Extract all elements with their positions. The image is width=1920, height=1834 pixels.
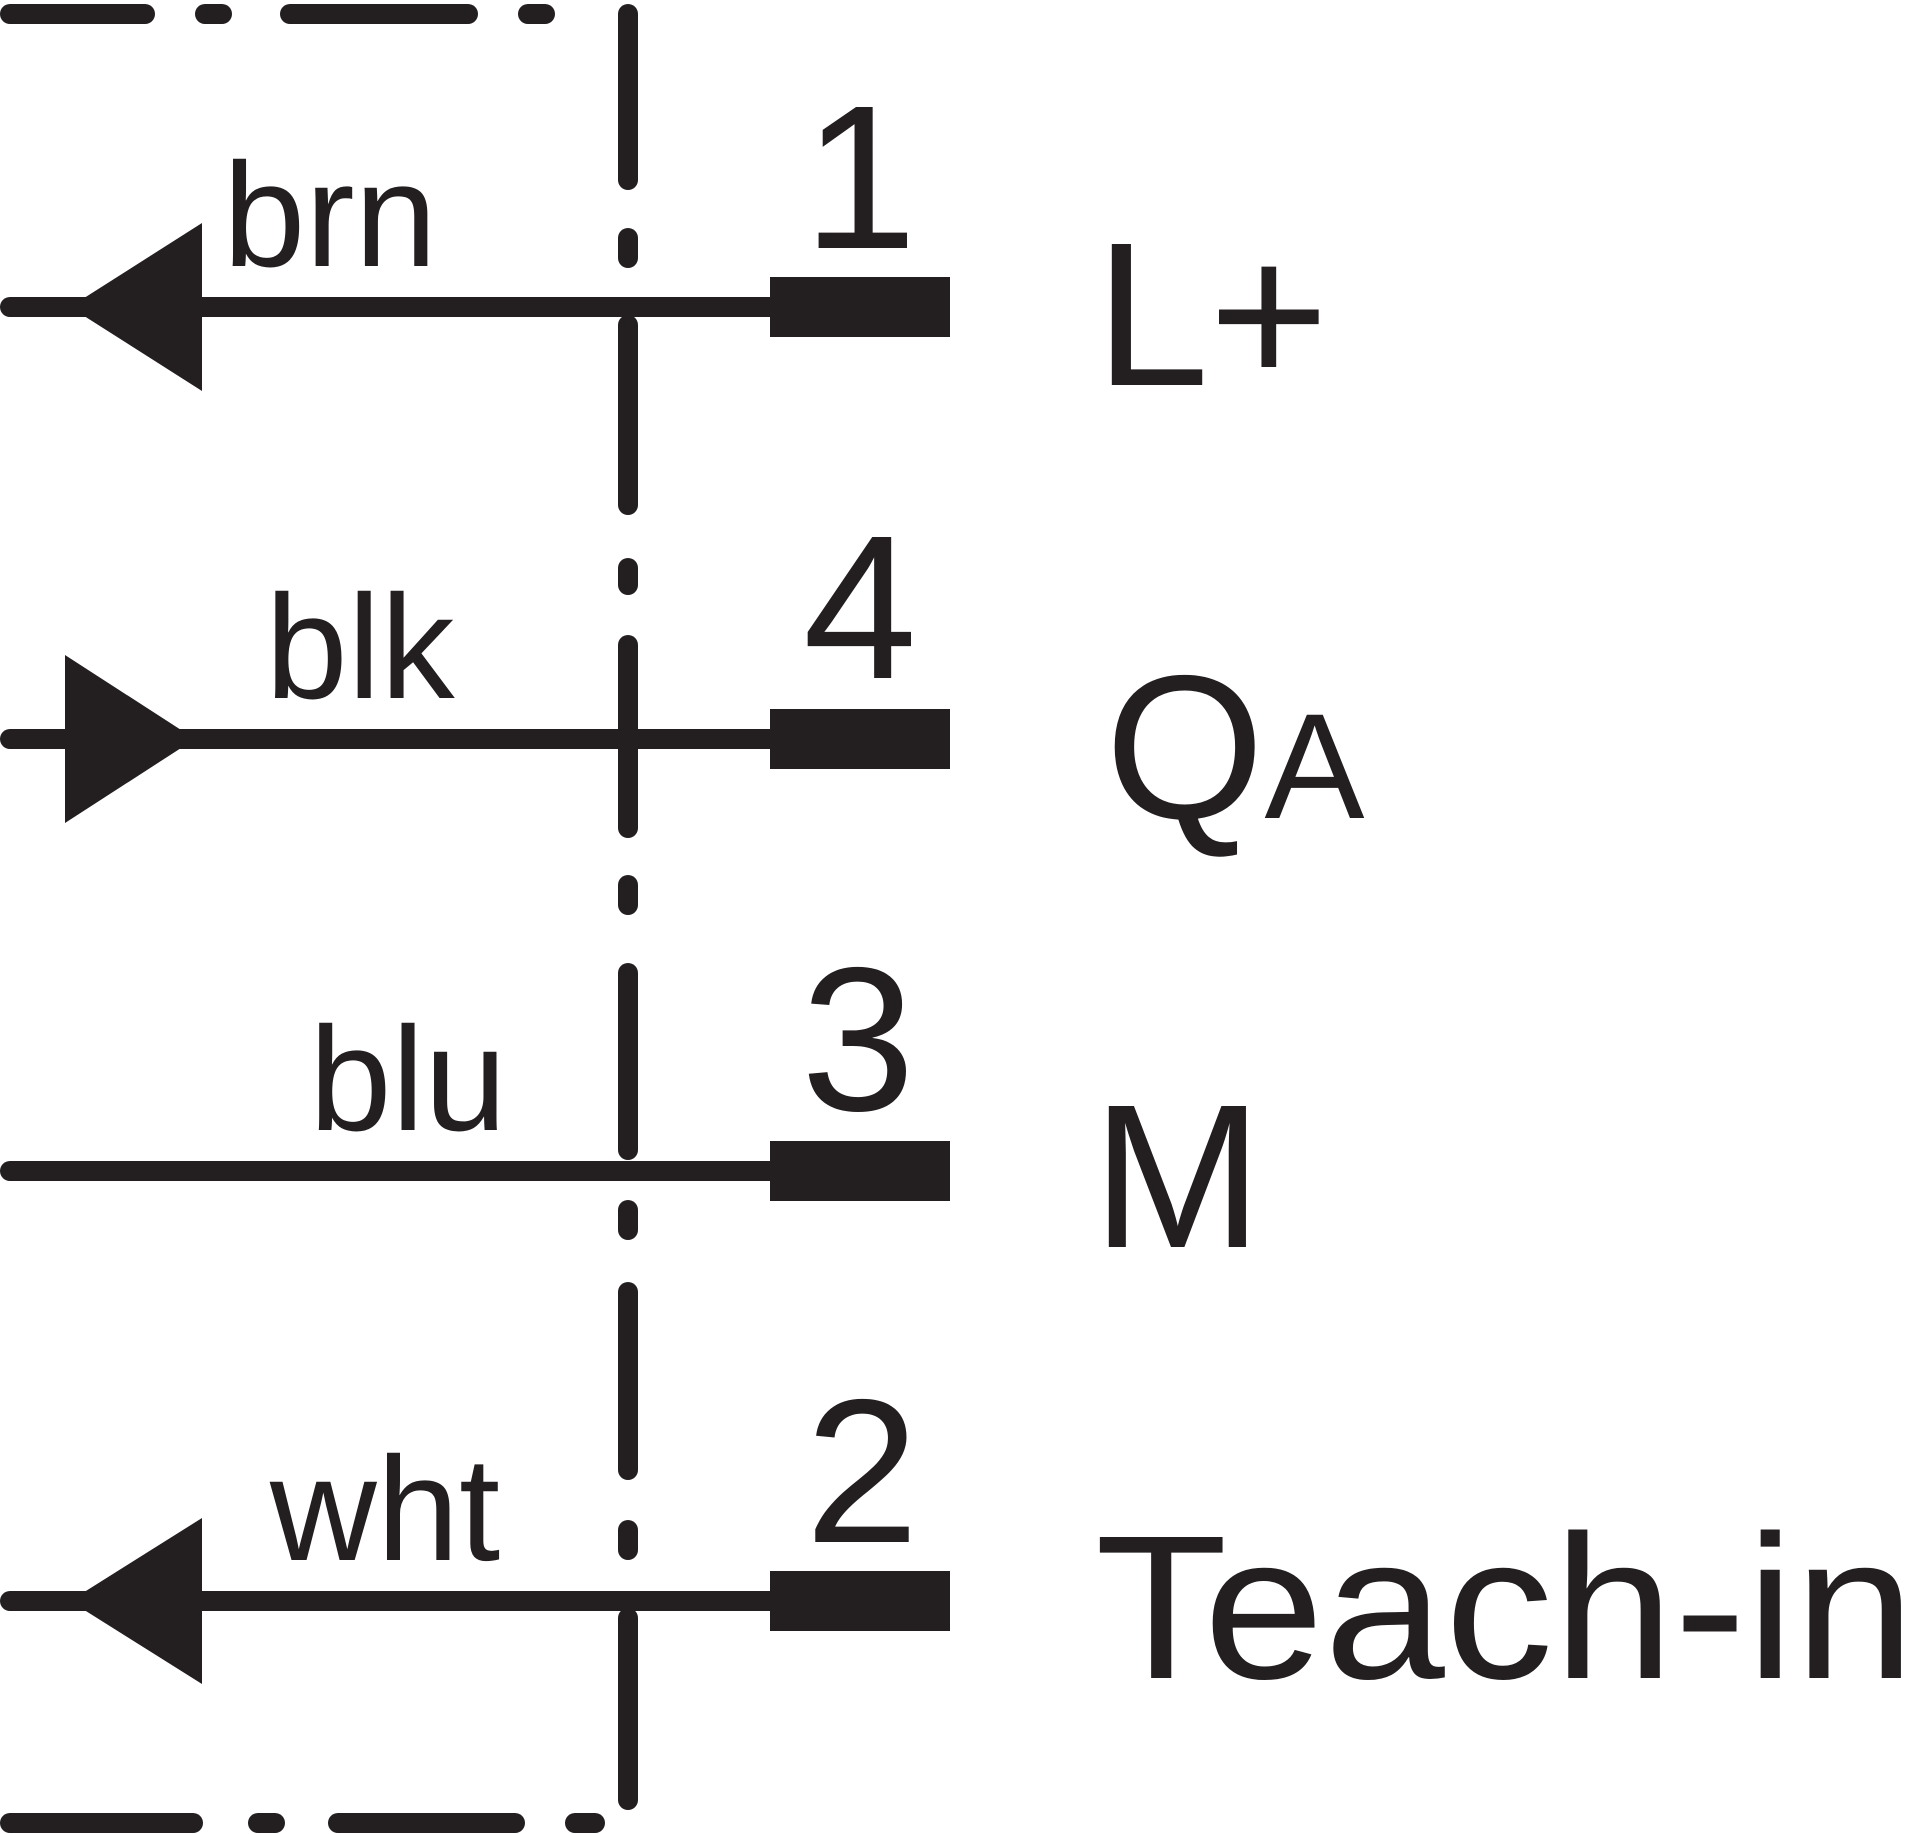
wire-wht: wht 2 Teach-in — [0, 1357, 1915, 1722]
pin-terminal — [770, 709, 950, 769]
signal-label: Teach-in — [1095, 1493, 1915, 1722]
pin-number: 3 — [801, 925, 915, 1154]
signal-main: Q — [1105, 633, 1264, 862]
pin-terminal — [770, 1571, 950, 1631]
signal-label: QA — [1105, 633, 1365, 862]
wire-color-label: wht — [269, 1427, 500, 1592]
pin-number: 1 — [803, 63, 917, 292]
pin-number: 2 — [805, 1357, 919, 1586]
signal-sub: A — [1264, 682, 1364, 850]
pin-terminal — [770, 277, 950, 337]
arrow-left-icon — [70, 1518, 202, 1684]
pin-number: 4 — [803, 493, 917, 722]
wire-blu: blu 3 M — [0, 925, 1263, 1291]
arrow-right-icon — [65, 655, 195, 823]
wire-blk: blk 4 QA — [0, 493, 1365, 862]
wire-color-label: brn — [223, 133, 437, 298]
signal-main: L+ — [1095, 200, 1329, 429]
wire-brn: brn 1 L+ — [0, 63, 1329, 429]
wire-color-label: blk — [265, 565, 455, 730]
signal-label: M — [1092, 1062, 1263, 1291]
arrow-left-icon — [70, 223, 202, 391]
signal-main: M — [1092, 1062, 1263, 1291]
pin-terminal — [770, 1141, 950, 1201]
signal-main: Teach-in — [1095, 1493, 1915, 1722]
signal-label: L+ — [1095, 200, 1329, 429]
wire-color-label: blu — [309, 997, 507, 1162]
